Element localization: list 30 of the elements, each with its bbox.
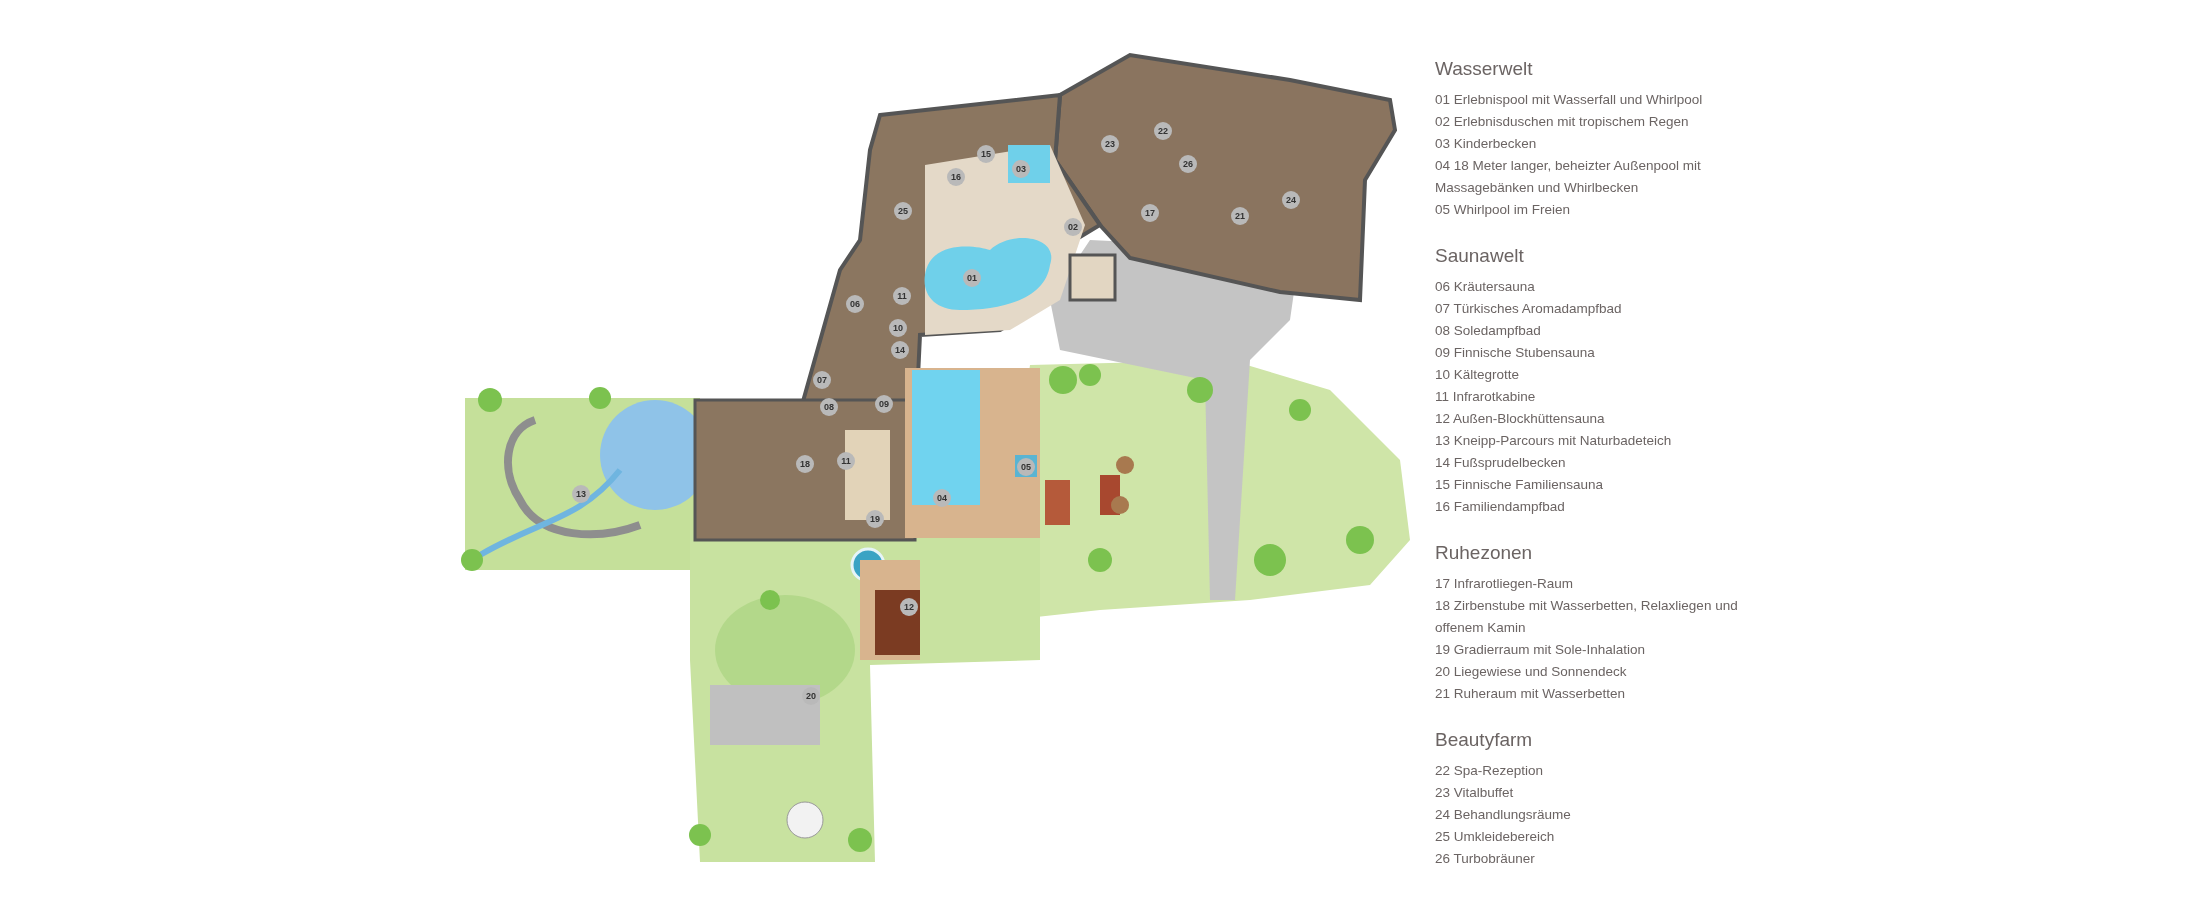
- list-item: 21 Ruheraum mit Wasserbetten: [1435, 685, 1627, 703]
- list-item: 15 Finnische Familiensauna: [1435, 476, 1605, 494]
- list-item: 19 Gradierraum mit Sole-Inhalation: [1435, 641, 1647, 659]
- list-item: 06 Kräutersauna: [1435, 278, 1536, 296]
- list-item: 17 Infrarotliegen-Raum: [1435, 575, 1575, 593]
- list-item: 08 Soledampfbad: [1435, 322, 1542, 340]
- list-item: 10 Kältegrotte: [1435, 366, 1521, 384]
- list-item: 23 Vitalbuffet: [1435, 784, 1515, 802]
- list-item: 14 Fußsprudelbecken: [1435, 454, 1567, 472]
- section-heading: Ruhezonen: [1435, 542, 1534, 564]
- list-item: 04 18 Meter langer, beheizter Außenpool mit Massagebänken und Whirlbecken: [1435, 157, 1702, 197]
- list-item: 01 Erlebnispool mit Wasserfall und Whirlpool: [1435, 91, 1704, 109]
- list-item: 20 Liegewiese und Sonnendeck: [1435, 663, 1628, 681]
- list-item: 25 Umkleidebereich: [1435, 828, 1556, 846]
- section-heading: Beautyfarm: [1435, 729, 1534, 751]
- list-item: 12 Außen-Blockhüttensauna: [1435, 410, 1606, 428]
- section-heading: Wasserwelt: [1435, 58, 1534, 80]
- list-item: 22 Spa-Rezeption: [1435, 762, 1545, 780]
- list-item: 09 Finnische Stubensauna: [1435, 344, 1596, 362]
- section-heading: Saunawelt: [1435, 245, 1525, 267]
- list-item: 24 Behandlungsräume: [1435, 806, 1572, 824]
- list-item: 18 Zirbenstube mit Wasserbetten, Relaxliegen und offenem Kamin: [1435, 597, 1739, 637]
- list-item: 11 Infrarotkabine: [1435, 388, 1537, 406]
- list-item: 26 Turbobräuner: [1435, 850, 1536, 868]
- list-item: 03 Kinderbecken: [1435, 135, 1538, 153]
- list-item: 16 Familiendampfbad: [1435, 498, 1566, 516]
- list-item: 05 Whirlpool im Freien: [1435, 201, 1572, 219]
- list-item: 02 Erlebnisduschen mit tropischem Regen: [1435, 113, 1690, 131]
- list-item: 13 Kneipp-Parcours mit Naturbadeteich: [1435, 432, 1673, 450]
- list-item: 07 Türkisches Aromadampfbad: [1435, 300, 1623, 318]
